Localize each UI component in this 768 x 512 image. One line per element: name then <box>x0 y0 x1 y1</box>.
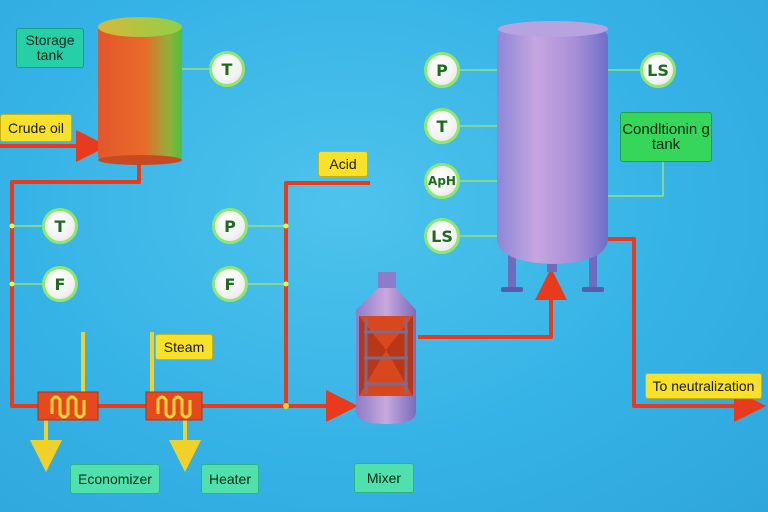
crude-oil-label: Crude oil <box>0 114 72 142</box>
economizer-label: Economizer <box>70 464 160 494</box>
flow-indicator-line: F <box>42 266 78 302</box>
temperature-indicator-tank: T <box>424 108 460 144</box>
pressure-indicator-acid: P <box>212 208 248 244</box>
temperature-indicator-line: T <box>42 208 78 244</box>
process-pipes <box>0 130 766 422</box>
heater <box>145 391 203 421</box>
economizer <box>37 391 99 421</box>
temperature-indicator-storage: T <box>209 51 245 87</box>
mixer-label: Mixer <box>354 463 414 493</box>
pressure-indicator-tank: P <box>424 52 460 88</box>
ph-analyzer-tank: ApH <box>424 163 460 199</box>
mixer <box>356 272 416 424</box>
level-switch-tank-low: LS <box>424 218 460 254</box>
conditioning-tank <box>497 21 608 292</box>
steam-pipes <box>30 332 201 472</box>
steam-label: Steam <box>155 334 213 360</box>
acid-label: Acid <box>318 151 368 177</box>
conditioning-tank-label: Condltionin g tank <box>620 112 712 162</box>
to-neutralization-label: To neutralization <box>645 373 762 399</box>
storage-tank-label: Storage tank <box>16 28 84 68</box>
level-switch-tank-high: LS <box>640 52 676 88</box>
storage-tank <box>98 17 182 165</box>
heater-label: Heater <box>201 464 259 494</box>
flow-indicator-acid: F <box>212 266 248 302</box>
